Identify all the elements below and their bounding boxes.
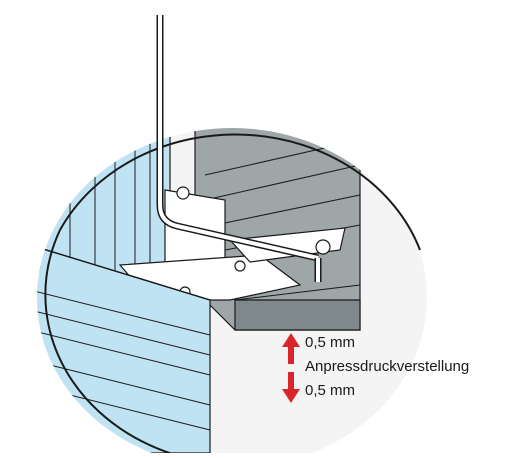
magnifier-outline-bottom — [44, 229, 306, 458]
down-value-label: 0,5 mm — [305, 382, 356, 399]
adjustment-label: Anpressdruckverstellung — [305, 358, 470, 375]
arrow-up-icon — [282, 333, 300, 364]
magnifier-outline-top — [59, 133, 421, 251]
hinge-bracket — [118, 186, 346, 301]
arrow-down-icon — [282, 372, 300, 403]
allen-key-icon — [156, 15, 322, 282]
up-value-label: 0,5 mm — [305, 334, 356, 351]
magnified-area — [37, 128, 427, 454]
